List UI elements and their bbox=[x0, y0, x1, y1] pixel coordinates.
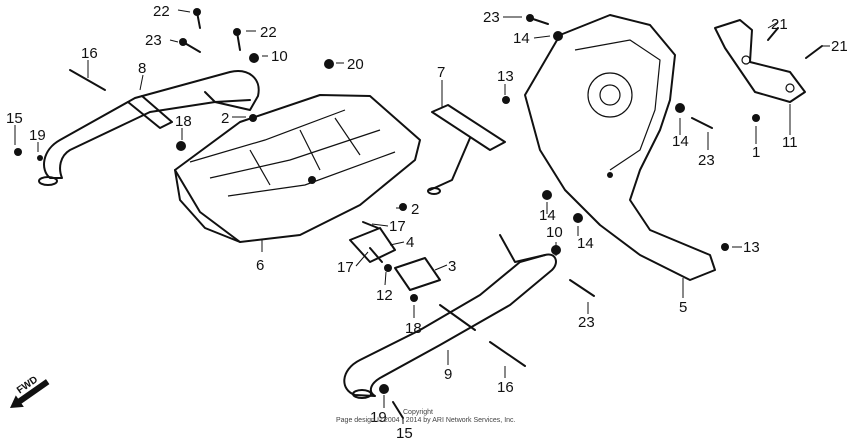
callout-18-a: 18 bbox=[175, 113, 192, 130]
callout-21-b: 21 bbox=[831, 38, 848, 55]
callout-2-a: 2 bbox=[221, 110, 229, 127]
callout-13-a: 13 bbox=[497, 68, 514, 85]
callout-8: 8 bbox=[138, 60, 146, 77]
callout-13-b: 13 bbox=[743, 239, 760, 256]
callout-14-b: 14 bbox=[672, 133, 689, 150]
callout-19-b: 19 bbox=[370, 409, 387, 426]
callout-14-a: 14 bbox=[513, 30, 530, 47]
copyright-label: Copyright bbox=[403, 409, 433, 416]
callout-3: 3 bbox=[448, 258, 456, 275]
callout-17-a: 17 bbox=[389, 218, 406, 235]
callout-22-b: 22 bbox=[260, 24, 277, 41]
callout-1: 1 bbox=[752, 144, 760, 161]
callout-12: 12 bbox=[376, 287, 393, 304]
rear-fender-cover bbox=[524, 14, 716, 281]
callout-22-a: 22 bbox=[153, 3, 170, 20]
license-bracket bbox=[714, 19, 806, 103]
callout-7: 7 bbox=[437, 64, 445, 81]
mount-plate-lower bbox=[394, 257, 441, 291]
callout-14-c: 14 bbox=[539, 207, 556, 224]
forward-arrow-icon: FWD bbox=[10, 374, 50, 408]
tail-bracket bbox=[427, 104, 506, 195]
callout-16-b: 16 bbox=[497, 379, 514, 396]
callout-19-a: 19 bbox=[29, 127, 46, 144]
mount-plate-upper bbox=[349, 227, 396, 263]
fasteners bbox=[14, 8, 823, 419]
callout-15-b: 15 bbox=[396, 425, 413, 442]
rear-grab-rail-right bbox=[343, 234, 557, 399]
callout-6: 6 bbox=[256, 257, 264, 274]
callout-20: 20 bbox=[347, 56, 364, 73]
callout-14-d: 14 bbox=[577, 235, 594, 252]
callout-4: 4 bbox=[406, 234, 414, 251]
callout-23-c: 23 bbox=[698, 152, 715, 169]
callout-9: 9 bbox=[444, 366, 452, 383]
callout-23-b: 23 bbox=[483, 9, 500, 26]
callout-21-a: 21 bbox=[771, 16, 788, 33]
callout-23-d: 23 bbox=[578, 314, 595, 331]
leader-lines bbox=[14, 9, 830, 424]
callout-labels: 22 22 23 10 16 8 20 2 15 19 18 6 7 13 23… bbox=[6, 3, 848, 442]
callout-5: 5 bbox=[679, 299, 687, 316]
callout-23-a: 23 bbox=[145, 32, 162, 49]
callout-18-b: 18 bbox=[405, 320, 422, 337]
copyright-credit: Page design © 2004 - 2014 by ARI Network… bbox=[336, 416, 516, 424]
callout-16-a: 16 bbox=[81, 45, 98, 62]
callout-10-a: 10 bbox=[271, 48, 288, 65]
callout-11: 11 bbox=[782, 134, 798, 151]
tail-housing-center bbox=[174, 94, 421, 243]
callout-2-b: 2 bbox=[411, 201, 419, 218]
rear-grab-rail-left bbox=[38, 70, 260, 186]
callout-17-b: 17 bbox=[337, 259, 354, 276]
callout-10-b: 10 bbox=[546, 224, 563, 241]
callout-15-a: 15 bbox=[6, 110, 23, 127]
